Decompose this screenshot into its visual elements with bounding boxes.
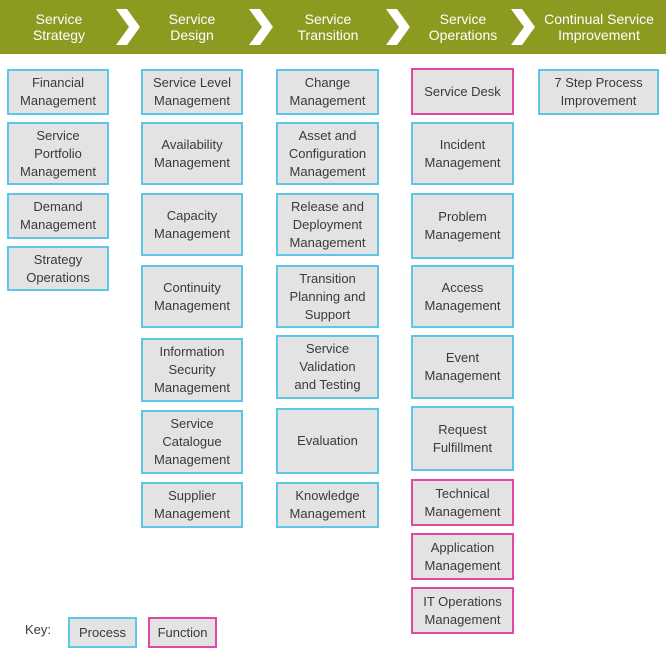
- process-availability-management: Availability Management: [141, 122, 243, 185]
- key-function-swatch: Function: [148, 617, 217, 648]
- process-request-fulfillment: Request Fulfillment: [411, 406, 514, 471]
- phase-continual-service-improvement: Continual Service Improvement: [544, 11, 654, 43]
- process-capacity-management: Capacity Management: [141, 193, 243, 256]
- key-label: Key:: [25, 622, 52, 637]
- process-financial-management: Financial Management: [7, 69, 109, 115]
- function-it-operations-management: IT Operations Management: [411, 587, 514, 634]
- chevron-right-icon: [116, 9, 140, 45]
- process-service-portfolio-management: Service Portfolio Management: [7, 122, 109, 185]
- function-technical-management: Technical Management: [411, 479, 514, 526]
- key-process-swatch: Process: [68, 617, 137, 648]
- function-application-management: Application Management: [411, 533, 514, 580]
- process-problem-management: Problem Management: [411, 193, 514, 259]
- process-information-security-management: Information Security Management: [141, 338, 243, 402]
- process-service-level-management: Service Level Management: [141, 69, 243, 115]
- lifecycle-banner: [0, 0, 666, 54]
- process-evaluation: Evaluation: [276, 408, 379, 474]
- process-service-catalogue-management: Service Catalogue Management: [141, 410, 243, 474]
- phase-service-transition: Service Transition: [297, 11, 359, 43]
- process-knowledge-management: Knowledge Management: [276, 482, 379, 528]
- process-asset-and-configuration-management: Asset and Configuration Management: [276, 122, 379, 185]
- process-incident-management: Incident Management: [411, 122, 514, 185]
- chevron-right-icon: [249, 9, 273, 45]
- process-change-management: Change Management: [276, 69, 379, 115]
- function-service-desk: Service Desk: [411, 68, 514, 115]
- phase-service-design: Service Design: [168, 11, 216, 43]
- process-strategy-operations: Strategy Operations: [7, 246, 109, 291]
- phase-service-operations: Service Operations: [428, 11, 498, 43]
- process-event-management: Event Management: [411, 335, 514, 399]
- process-access-management: Access Management: [411, 265, 514, 328]
- chevron-right-icon: [511, 9, 535, 45]
- process-release-and-deployment-management: Release and Deployment Management: [276, 193, 379, 256]
- process-7-step-process-improvement: 7 Step Process Improvement: [538, 69, 659, 115]
- process-demand-management: Demand Management: [7, 193, 109, 239]
- process-service-validation-and-testing: Service Validation and Testing: [276, 335, 379, 399]
- chevron-right-icon: [386, 9, 410, 45]
- phase-service-strategy: Service Strategy: [32, 11, 86, 43]
- process-continuity-management: Continuity Management: [141, 265, 243, 328]
- process-supplier-management: Supplier Management: [141, 482, 243, 528]
- process-transition-planning-and-support: Transition Planning and Support: [276, 265, 379, 328]
